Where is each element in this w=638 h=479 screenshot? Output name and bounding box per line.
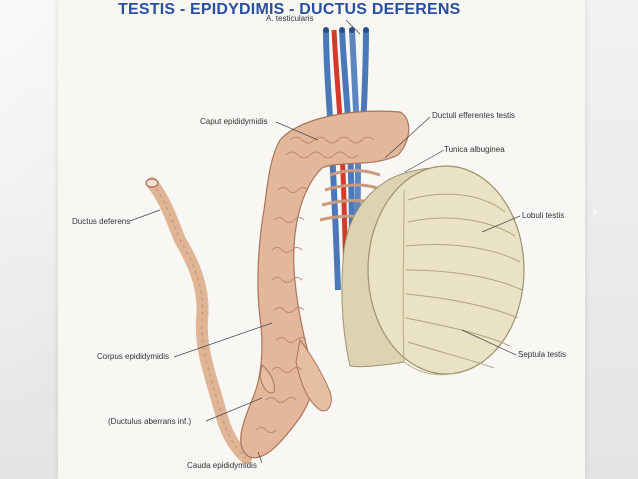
page-title: TESTIS - EPIDYDIMIS - DUCTUS DEFERENS [118, 1, 461, 18]
epididymis [240, 110, 410, 459]
leader-lines [129, 19, 521, 464]
chevron-right-icon[interactable]: › [592, 203, 598, 219]
label-ductus-deferens: Ductus deferens [72, 217, 131, 226]
label-ductuli-efferentes: Ductuli efferentes testis [432, 111, 516, 120]
label-caput-epididymidis: Caput epididymidis [200, 117, 268, 126]
label-lobuli-testis: Lobuli testis [522, 211, 565, 220]
label-a-testicularis: A. testicularis [266, 14, 314, 23]
label-septula-testis: Septula testis [518, 350, 567, 359]
epididymis-tail-lobe [295, 338, 332, 412]
ductus-deferens-lumen [145, 178, 159, 188]
testis [367, 165, 525, 375]
ductulus-aberrans [259, 364, 275, 394]
label-tunica-albuginea: Tunica albuginea [444, 145, 505, 154]
label-cauda-epididymidis: Cauda epididymidis [187, 461, 257, 470]
label-ductulus-aberrans: (Ductulus aberrans inf.) [108, 417, 192, 426]
septula-testis [405, 193, 523, 369]
label-corpus-epididymidis: Corpus epididymidis [97, 352, 170, 361]
